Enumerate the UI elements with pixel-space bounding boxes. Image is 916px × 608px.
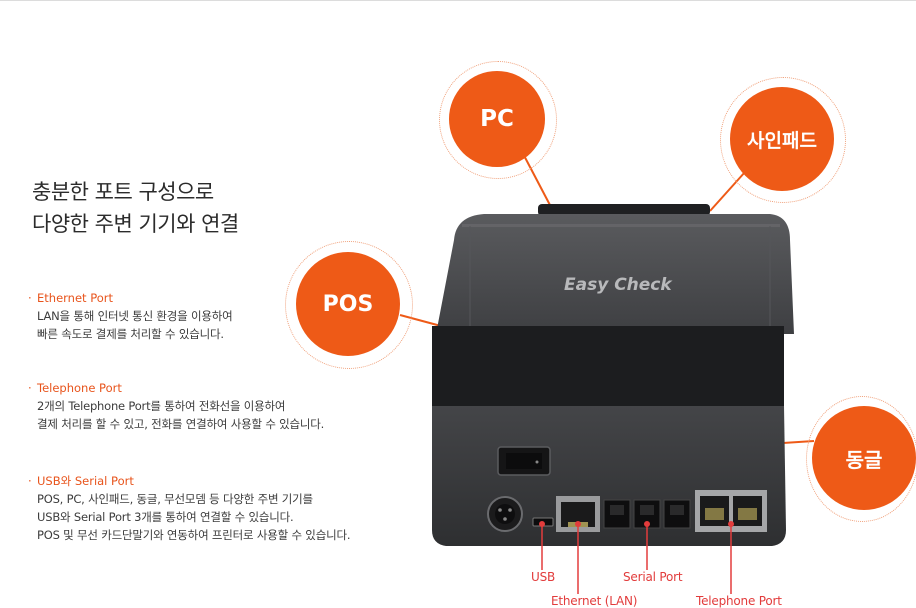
dongle-bubble: 동글 (812, 406, 916, 510)
feature-desc-line: 2개의 Telephone Port를 통하여 전화선을 이용하여 (37, 399, 286, 413)
feature-title: Telephone Port (37, 381, 122, 395)
headline-line-1: 충분한 포트 구성으로 (32, 180, 214, 204)
feature-desc-line: USB와 Serial Port 3개를 통하여 연결할 수 있습니다. (37, 510, 294, 524)
feature-usb-serial: · USB와 Serial Port POS, PC, 사인패드, 동글, 무선모… (28, 472, 350, 544)
feature-desc-line: LAN을 통해 인터넷 통신 환경을 이용하여 (37, 309, 233, 323)
feature-desc-line: POS 및 무선 카드단말기와 연동하여 프린터로 사용할 수 있습니다. (37, 528, 351, 542)
serial-label: Serial Port (623, 570, 683, 584)
telephone-label: Telephone Port (696, 594, 782, 608)
pc-bubble: PC (449, 71, 545, 167)
feature-telephone: · Telephone Port 2개의 Telephone Port를 통하여 … (28, 379, 324, 433)
feature-ethernet: · Ethernet Port LAN을 통해 인터넷 통신 환경을 이용하여 빠… (28, 289, 233, 343)
headline-line-2: 다양한 주변 기기와 연결 (32, 212, 239, 236)
feature-desc-line: 결제 처리를 할 수 있고, 전화를 연결하여 사용할 수 있습니다. (37, 417, 325, 431)
bullet-icon: · (28, 291, 32, 305)
pos-bubble: POS (296, 252, 400, 356)
feature-title: USB와 Serial Port (37, 474, 134, 488)
pos-bubble-label: POS (322, 291, 374, 317)
ethernet-label: Ethernet (LAN) (551, 594, 638, 608)
usb-label: USB (531, 570, 556, 584)
paper-slot (538, 204, 710, 216)
feature-desc-line: 빠른 속도로 결제를 처리할 수 있습니다. (37, 327, 224, 341)
printer-brand-logo: Easy Check (564, 275, 673, 295)
front-band (432, 326, 784, 408)
printer-lid (436, 214, 794, 334)
top-divider (0, 0, 916, 1)
pos-bubble-ring (285, 241, 413, 369)
bullet-icon: · (28, 381, 32, 395)
signpad-bubble-label: 사인패드 (747, 129, 817, 152)
signpad-bubble-ring (720, 77, 846, 203)
dongle-bubble-ring (806, 396, 916, 522)
signpad-bubble: 사인패드 (730, 87, 834, 191)
pc-bubble-label: PC (480, 106, 514, 132)
pc-bubble-ring (439, 61, 557, 179)
headline: 충분한 포트 구성으로 다양한 주변 기기와 연결 (32, 176, 239, 240)
dongle-bubble-label: 동글 (845, 447, 883, 472)
feature-desc-line: POS, PC, 사인패드, 동글, 무선모뎀 등 다양한 주변 기기를 (37, 492, 313, 506)
feature-title: Ethernet Port (37, 291, 113, 305)
bullet-icon: · (28, 474, 32, 488)
